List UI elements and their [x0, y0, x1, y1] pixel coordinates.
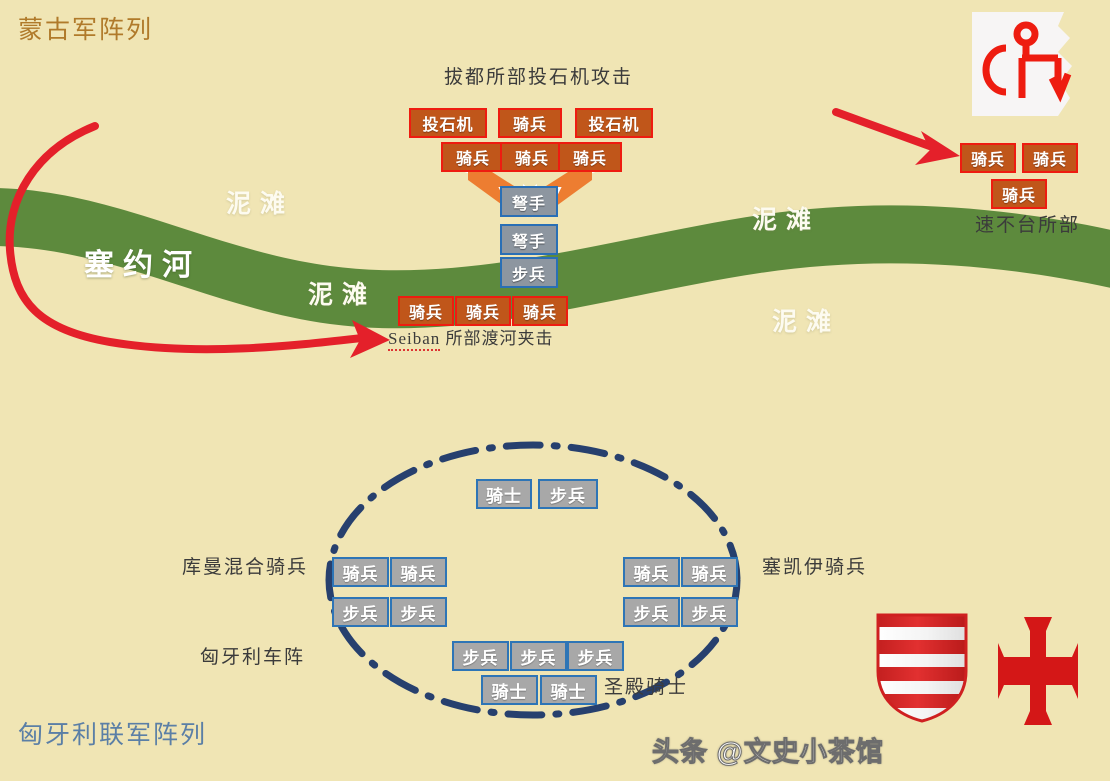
caption-seiban-crossing: Seiban 所部渡河夹击 [388, 329, 554, 351]
mud-flat-label-4: 泥滩 [772, 308, 841, 336]
page-title-mongol: 蒙古军阵列 [18, 17, 154, 44]
unit-cavalry[interactable]: 骑兵 [681, 557, 738, 587]
mongol-standard-banner-icon [972, 12, 1072, 116]
seiban-rest-text: 所部渡河夹击 [440, 329, 554, 348]
caption-batu-mangonel-attack: 拔都所部投石机攻击 [444, 67, 634, 88]
caption-hungarian-wagon-fort: 匈牙利车阵 [200, 647, 306, 668]
unit-cavalry[interactable]: 骑兵 [558, 142, 622, 172]
arpad-stripes-shield-icon [876, 613, 968, 723]
unit-cavalry[interactable]: 骑兵 [623, 557, 680, 587]
unit-cavalry[interactable]: 骑兵 [498, 108, 562, 138]
unit-cavalry[interactable]: 骑兵 [1022, 143, 1078, 173]
unit-infantry[interactable]: 步兵 [681, 597, 738, 627]
caption-subutai-force: 速不台所部 [975, 215, 1081, 236]
unit-infantry[interactable]: 步兵 [390, 597, 447, 627]
unit-cavalry[interactable]: 骑兵 [398, 296, 454, 326]
unit-crossbowmen[interactable]: 弩手 [500, 186, 558, 217]
unit-knights[interactable]: 骑士 [481, 675, 538, 705]
unit-infantry[interactable]: 步兵 [623, 597, 680, 627]
unit-crossbowmen[interactable]: 弩手 [500, 224, 558, 255]
templar-cross-icon [998, 617, 1078, 725]
unit-infantry[interactable]: 步兵 [567, 641, 624, 671]
page-title-hungarian: 匈牙利联军阵列 [18, 722, 208, 749]
unit-mangonel[interactable]: 投石机 [409, 108, 487, 138]
unit-cavalry[interactable]: 骑兵 [991, 179, 1047, 209]
unit-knights[interactable]: 骑士 [476, 479, 532, 509]
mud-flat-label-2: 泥滩 [308, 281, 377, 309]
unit-cavalry[interactable]: 骑兵 [500, 142, 564, 172]
unit-infantry[interactable]: 步兵 [332, 597, 389, 627]
unit-infantry[interactable]: 步兵 [510, 641, 567, 671]
unit-mangonel[interactable]: 投石机 [575, 108, 653, 138]
caption-templar-knights: 圣殿骑士 [604, 677, 689, 698]
unit-cavalry[interactable]: 骑兵 [455, 296, 511, 326]
unit-infantry[interactable]: 步兵 [452, 641, 509, 671]
seiban-name-text: Seiban [388, 329, 441, 351]
unit-infantry[interactable]: 步兵 [500, 257, 558, 288]
mud-flat-label-3: 泥滩 [752, 206, 821, 234]
unit-cavalry[interactable]: 骑兵 [960, 143, 1016, 173]
caption-cuman-cavalry: 库曼混合骑兵 [182, 557, 309, 578]
mud-flat-label-1: 泥滩 [226, 190, 295, 218]
caption-szekely-cavalry: 塞凯伊骑兵 [762, 557, 868, 578]
unit-cavalry[interactable]: 骑兵 [441, 142, 505, 172]
unit-cavalry[interactable]: 骑兵 [512, 296, 568, 326]
river-label: 塞约河 [84, 249, 201, 282]
unit-knights[interactable]: 骑士 [540, 675, 597, 705]
unit-cavalry[interactable]: 骑兵 [332, 557, 389, 587]
watermark-text: 头条 @文史小茶馆 [652, 737, 884, 768]
unit-cavalry[interactable]: 骑兵 [390, 557, 447, 587]
unit-infantry[interactable]: 步兵 [538, 479, 598, 509]
